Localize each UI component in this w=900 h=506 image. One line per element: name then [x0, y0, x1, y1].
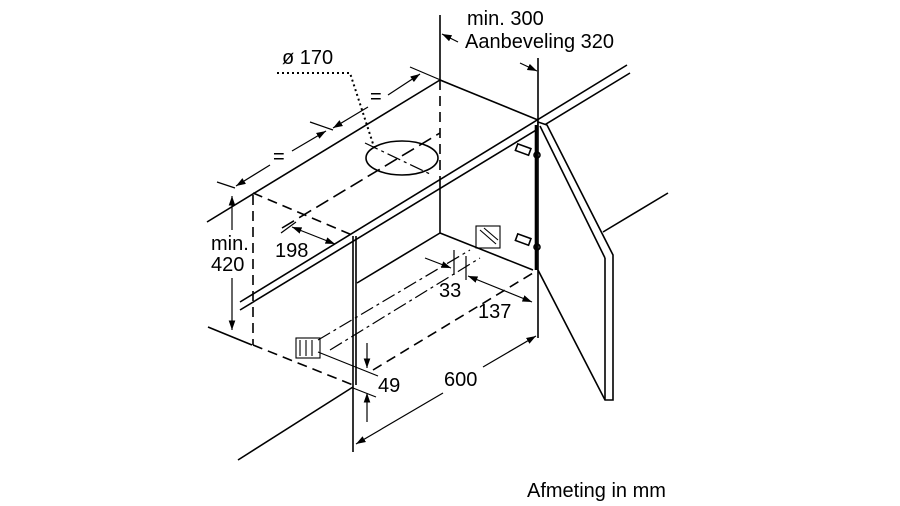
unit-note: Afmeting in mm — [527, 480, 666, 502]
rail-line-1 — [239, 64, 628, 303]
ext-left-top — [216, 181, 236, 189]
side-wall-line — [602, 192, 669, 233]
offset-137-label: 137 — [478, 301, 512, 323]
dim-equal-1 — [235, 164, 271, 187]
centerline-hole — [364, 142, 433, 176]
bottom-back-dashed — [252, 344, 354, 386]
equal-label-2: = — [273, 146, 285, 168]
ext-49-a — [317, 351, 379, 377]
dim-equal-2b — [387, 73, 421, 96]
equal-label-1: = — [370, 86, 382, 108]
offset-49-label: 49 — [378, 375, 401, 397]
dim-137 — [467, 275, 533, 303]
door-edge-top — [539, 125, 606, 259]
dim-320-arrow — [519, 62, 538, 72]
hinge-lower-pin — [533, 243, 541, 251]
ext-mid-top — [309, 121, 334, 131]
diameter-leader — [277, 72, 376, 151]
width-600-label: 600 — [444, 369, 478, 391]
rail-line-2 — [239, 72, 631, 311]
dim-600-a — [355, 392, 444, 445]
ext-right-top — [409, 66, 458, 88]
dim-198 — [291, 226, 336, 245]
duct-hole — [365, 140, 439, 176]
wall-top-back-line — [206, 79, 441, 223]
inner-back-right — [439, 232, 534, 271]
diameter-label: ø 170 — [282, 47, 334, 69]
cabinet-door — [537, 120, 614, 401]
bottom-wall-line — [207, 326, 253, 346]
bracket-left — [295, 337, 321, 359]
centerline-2 — [329, 257, 481, 351]
height-420-label: 420 — [211, 254, 245, 276]
ext-198 — [280, 221, 297, 234]
bracket-right — [475, 225, 501, 249]
hinge-lower — [514, 232, 532, 247]
depth-198-label: 198 — [275, 240, 309, 262]
offset-33-label: 33 — [439, 280, 462, 302]
dim-equal-1b — [291, 130, 327, 152]
floor-line — [237, 386, 354, 461]
recommended-320-label: Aanbeveling 320 — [465, 31, 615, 53]
min-label: min. — [211, 233, 249, 255]
dim-600-b — [482, 335, 537, 368]
hinge-upper — [514, 142, 532, 157]
dim-300-arrow — [441, 33, 459, 43]
inner-back-floor — [356, 232, 441, 284]
ext-49-b — [352, 387, 377, 398]
dim-33-arrow — [424, 257, 452, 269]
back-left-dashed — [252, 192, 353, 236]
top-back-line — [281, 132, 441, 229]
min-300-label: min. 300 — [467, 8, 544, 30]
dim-equal-2 — [332, 106, 369, 129]
hinge-upper-pin — [533, 151, 541, 159]
centerline-1 — [317, 249, 471, 341]
